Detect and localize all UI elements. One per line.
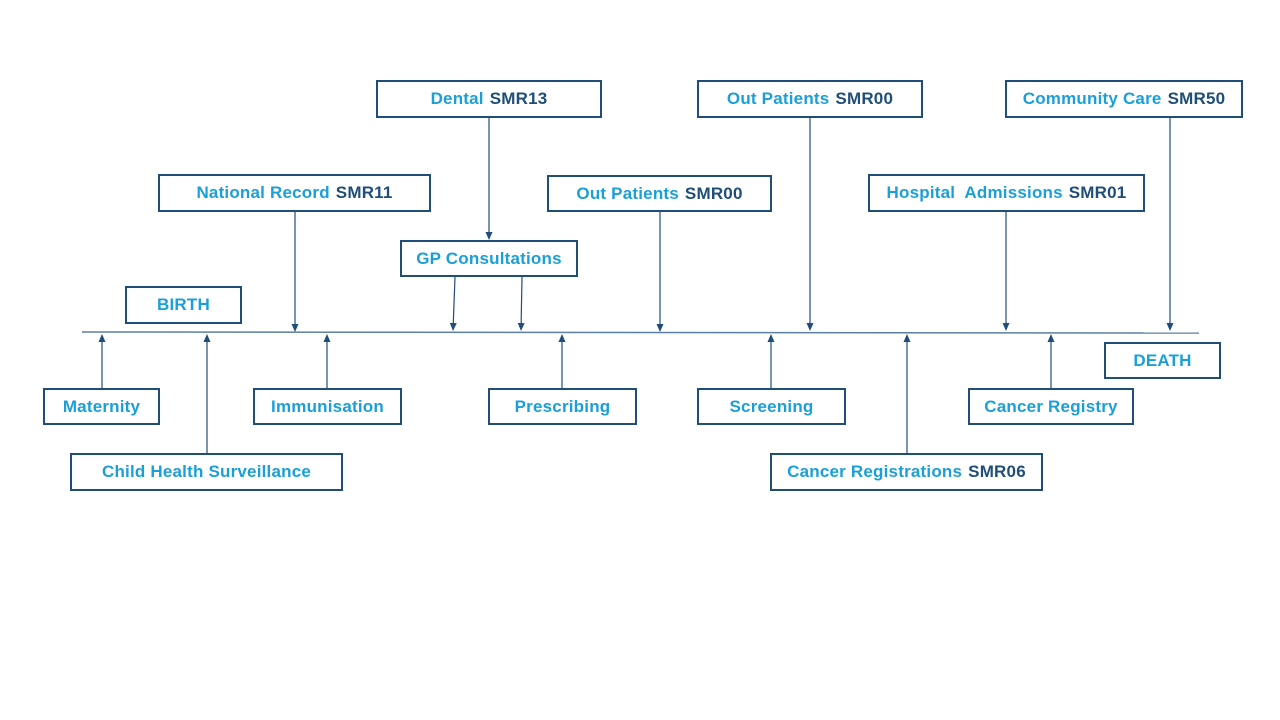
outpatients-top-box: Out Patients SMR00 — [697, 80, 923, 118]
child-health-label: Child Health Surveillance — [101, 462, 312, 481]
arrow-hospital-admissions — [1002, 212, 1010, 331]
outpatients-mid-box: Out Patients SMR00 — [547, 175, 772, 212]
arrow-outpatients-top — [806, 118, 814, 331]
screening-box: Screening — [697, 388, 846, 425]
outpatients-top-label: Out Patients — [726, 89, 830, 108]
cancer-registry-label: Cancer Registry — [984, 396, 1118, 416]
outpatients-mid-code: SMR00 — [684, 183, 743, 203]
national-record-code: SMR11 — [335, 183, 393, 202]
arrow-dental-to-gp — [485, 118, 493, 240]
dental-code: SMR13 — [489, 89, 548, 108]
death-label: DEATH — [1133, 350, 1192, 370]
death-box: DEATH — [1104, 342, 1221, 379]
birth-box: BIRTH — [125, 286, 242, 324]
community-care-box: Community Care SMR50 — [1005, 80, 1243, 118]
arrow-community-care — [1166, 118, 1174, 331]
dental-smr13-box: Dental SMR13 — [376, 80, 602, 118]
outpatients-mid-label: Out Patients — [576, 183, 679, 203]
arrow-outpatients-mid — [656, 212, 664, 332]
maternity-label: Maternity — [62, 396, 141, 416]
cancer-registry-box: Cancer Registry — [968, 388, 1134, 425]
timeline-line — [81, 331, 1200, 334]
birth-label: BIRTH — [157, 295, 210, 314]
arrow-gp-right — [517, 276, 525, 331]
hospital-admissions-code: SMR01 — [1068, 183, 1127, 202]
dental-label: Dental — [430, 89, 484, 108]
prescribing-label: Prescribing — [514, 396, 611, 416]
prescribing-box: Prescribing — [488, 388, 637, 425]
arrow-child-health — [203, 334, 211, 453]
arrow-immunisation — [323, 334, 331, 388]
gp-consultations-label: GP Consultations — [416, 248, 562, 268]
child-health-surveillance-box: Child Health Surveillance — [70, 453, 343, 491]
outpatients-top-code: SMR00 — [835, 89, 894, 108]
hospital-admissions-box: Hospital Admissions SMR01 — [868, 174, 1145, 212]
maternity-box: Maternity — [43, 388, 160, 425]
arrow-national-record — [291, 212, 299, 332]
arrow-cancer-registry — [1047, 334, 1055, 388]
arrow-prescribing — [558, 334, 566, 388]
cancer-registrations-code: SMR06 — [968, 462, 1026, 481]
arrow-screening — [767, 334, 775, 388]
immunisation-box: Immunisation — [253, 388, 402, 425]
arrow-maternity — [98, 334, 106, 388]
immunisation-label: Immunisation — [271, 396, 384, 416]
arrow-cancer-registrations — [903, 334, 911, 453]
cancer-registrations-label: Cancer Registrations — [787, 462, 963, 481]
hospital-admissions-label: Hospital Admissions — [886, 183, 1063, 202]
national-record-label: National Record — [196, 183, 330, 202]
community-care-label: Community Care — [1022, 89, 1162, 108]
cancer-registrations-box: Cancer Registrations SMR06 — [770, 453, 1043, 491]
community-care-code: SMR50 — [1167, 89, 1226, 108]
arrow-gp-left — [449, 276, 457, 331]
gp-consultations-box: GP Consultations — [400, 240, 578, 277]
screening-label: Screening — [729, 396, 814, 416]
national-record-box: National Record SMR11 — [158, 174, 431, 212]
